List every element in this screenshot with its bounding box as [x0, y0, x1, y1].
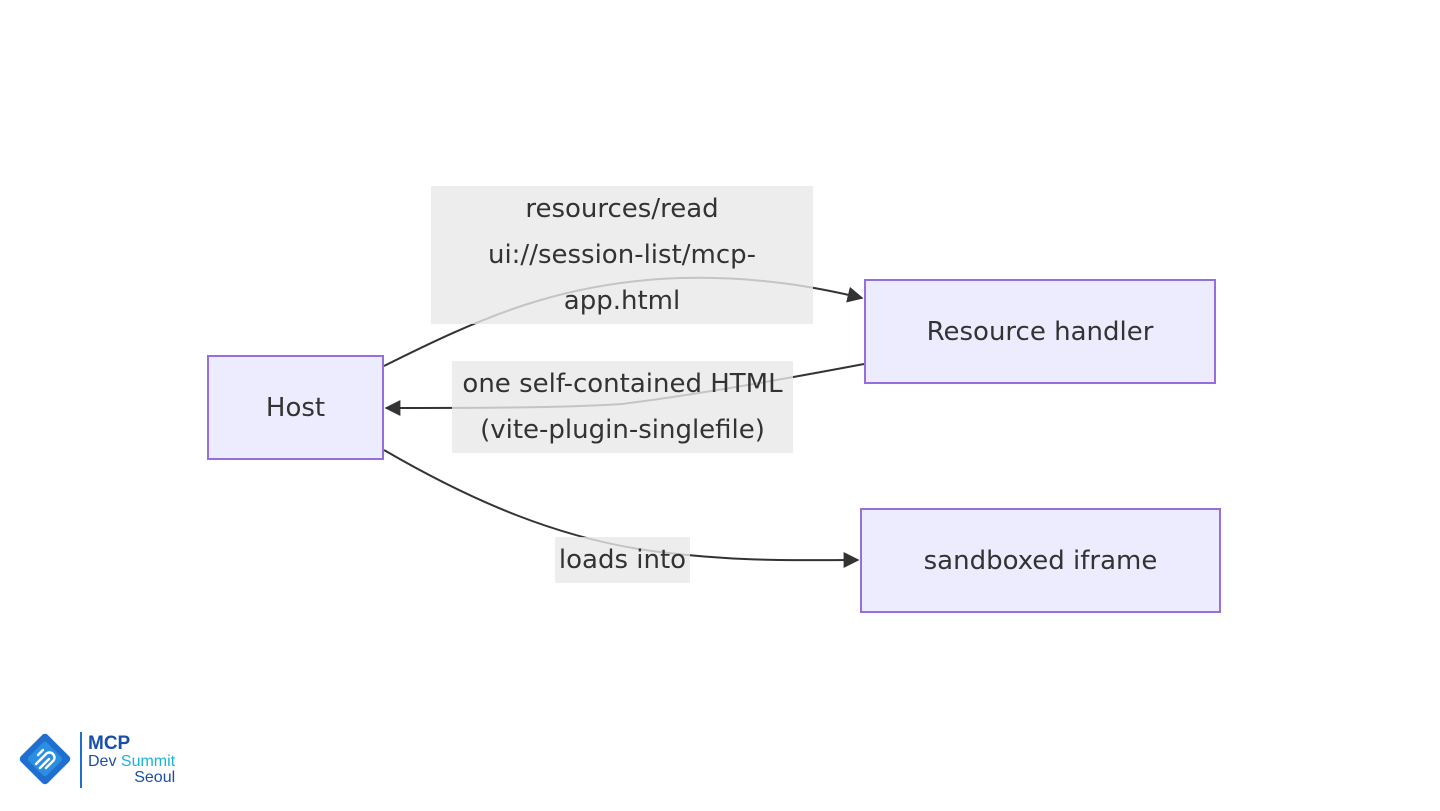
- logo-word-summit: Summit: [120, 753, 176, 770]
- logo-line-mcp: MCP: [88, 733, 131, 754]
- node-sandboxed-iframe-label: sandboxed iframe: [923, 545, 1158, 576]
- edge-label-line: app.html: [563, 286, 681, 316]
- edge-label-loads-into: loads into: [555, 537, 690, 583]
- edge-label-line: ui://session-list/mcp-: [487, 240, 757, 270]
- edge-label-line: resources/read: [525, 194, 719, 224]
- edge-label-line: one self-contained HTML: [462, 369, 783, 399]
- logo-wordmark: MCP Dev Summit Seoul: [88, 734, 175, 786]
- logo-line-seoul: Seoul: [134, 769, 176, 786]
- node-host-label: Host: [265, 392, 326, 423]
- edge-label-resources-read: resources/read ui://session-list/mcp- ap…: [431, 186, 813, 324]
- logo-line-dev-summit: Dev Summit: [88, 754, 175, 770]
- logo-divider: [80, 732, 82, 788]
- mcp-diamond-icon: [19, 733, 71, 785]
- edge-label-self-contained-html: one self-contained HTML (vite-plugin-sin…: [452, 361, 793, 453]
- edge-label-line: (vite-plugin-singlefile): [480, 415, 765, 445]
- node-host: Host: [207, 355, 384, 460]
- logo-word-dev: Dev: [88, 753, 117, 770]
- node-resource-handler: Resource handler: [864, 279, 1216, 384]
- edge-label-line: loads into: [558, 545, 687, 575]
- mcp-dev-summit-logo: MCP Dev Summit Seoul: [16, 728, 216, 798]
- node-resource-handler-label: Resource handler: [926, 316, 1154, 347]
- node-sandboxed-iframe: sandboxed iframe: [860, 508, 1221, 613]
